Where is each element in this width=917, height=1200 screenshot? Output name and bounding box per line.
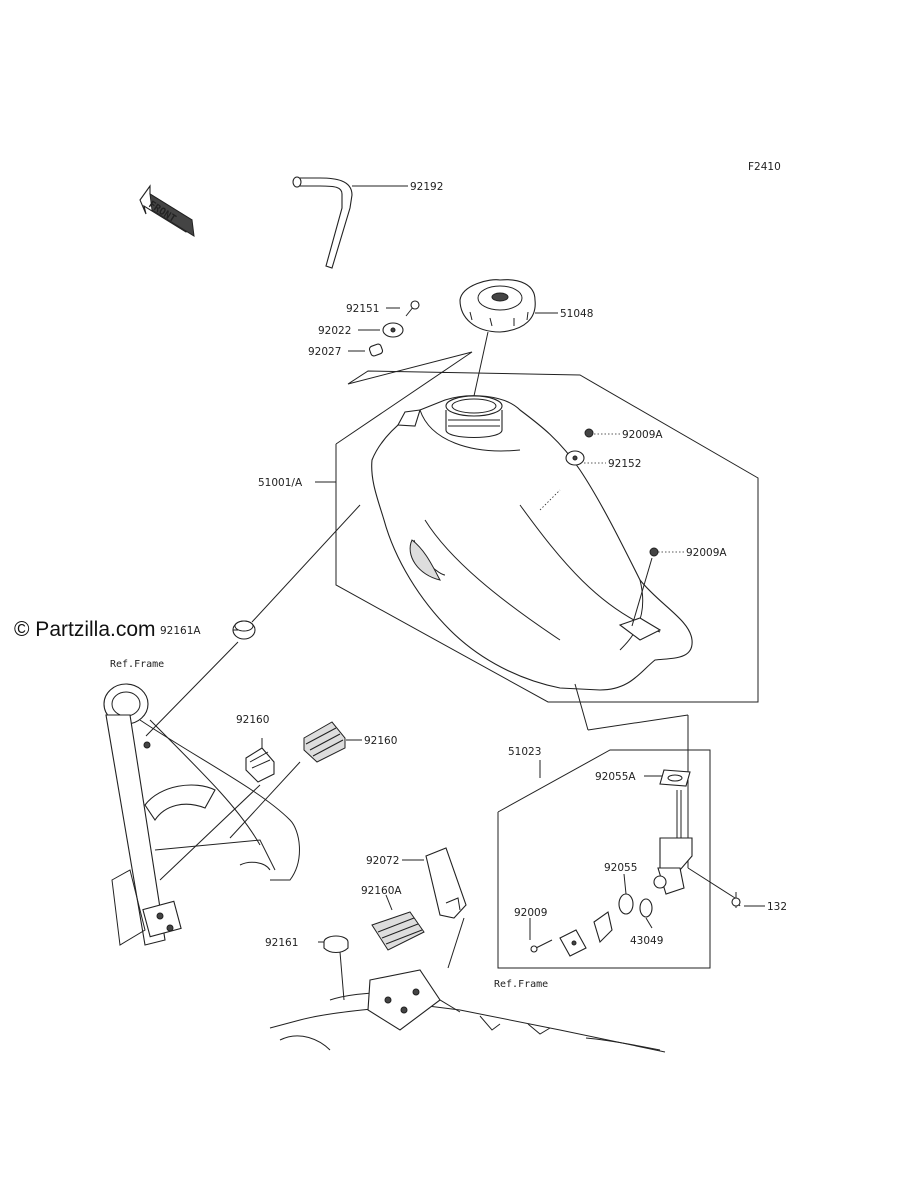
damper-92152 [565,450,585,466]
ref-frame-left: Ref.Frame [110,659,164,670]
fuel-valve [653,790,693,895]
part-label: 92161 [265,937,298,949]
bolt-132 [731,892,741,908]
bolt-92151 [405,300,420,317]
screw-92009 [530,939,553,953]
fuel-cap [459,279,536,333]
grommet-92161a [232,620,256,640]
fuel-tank [371,395,693,691]
bolt-92009a-top [584,428,594,438]
part-label: 51023 [508,746,541,758]
lever-plate [559,911,613,957]
part-label: 92160A [361,885,402,897]
strap-92072 [425,847,467,919]
frame-rear [269,969,666,1053]
part-label: 92022 [318,325,351,337]
clip-43049 [639,898,653,918]
bolt-92009a-rear [649,547,659,557]
part-label: 92152 [608,458,641,470]
collar-92027 [368,343,384,357]
frame-front [103,683,300,946]
part-label: 92072 [366,855,399,867]
figure-code: F2410 [748,161,781,173]
part-label: 92160 [364,735,397,747]
front-arrow-icon: FRONT [139,184,195,237]
part-label: 92009A [622,429,663,441]
part-label: 132 [767,901,787,913]
ref-frame-rear: Ref.Frame [494,979,548,990]
part-label: 51001/A [258,477,303,489]
o-ring-92055 [618,893,634,915]
part-label: 92009A [686,547,727,559]
part-label: 92161A [160,625,201,637]
part-label: 43049 [630,935,663,947]
part-label: 92009 [514,907,547,919]
part-label: 92055A [595,771,636,783]
grommet-92161 [323,935,349,954]
damper-92160a [371,911,425,951]
gasket-92055a [659,769,691,787]
part-label: 92151 [346,303,379,315]
part-label: 92160 [236,714,269,726]
breather-hose [292,176,353,269]
washer-92022 [382,322,404,338]
damper-92160-left [245,747,275,783]
damper-92160-right [303,721,346,763]
part-label: 92192 [410,181,443,193]
partzilla-watermark: © Partzilla.com [14,618,156,641]
part-label: 92055 [604,862,637,874]
part-label: 51048 [560,308,593,320]
part-label: 92027 [308,346,341,358]
